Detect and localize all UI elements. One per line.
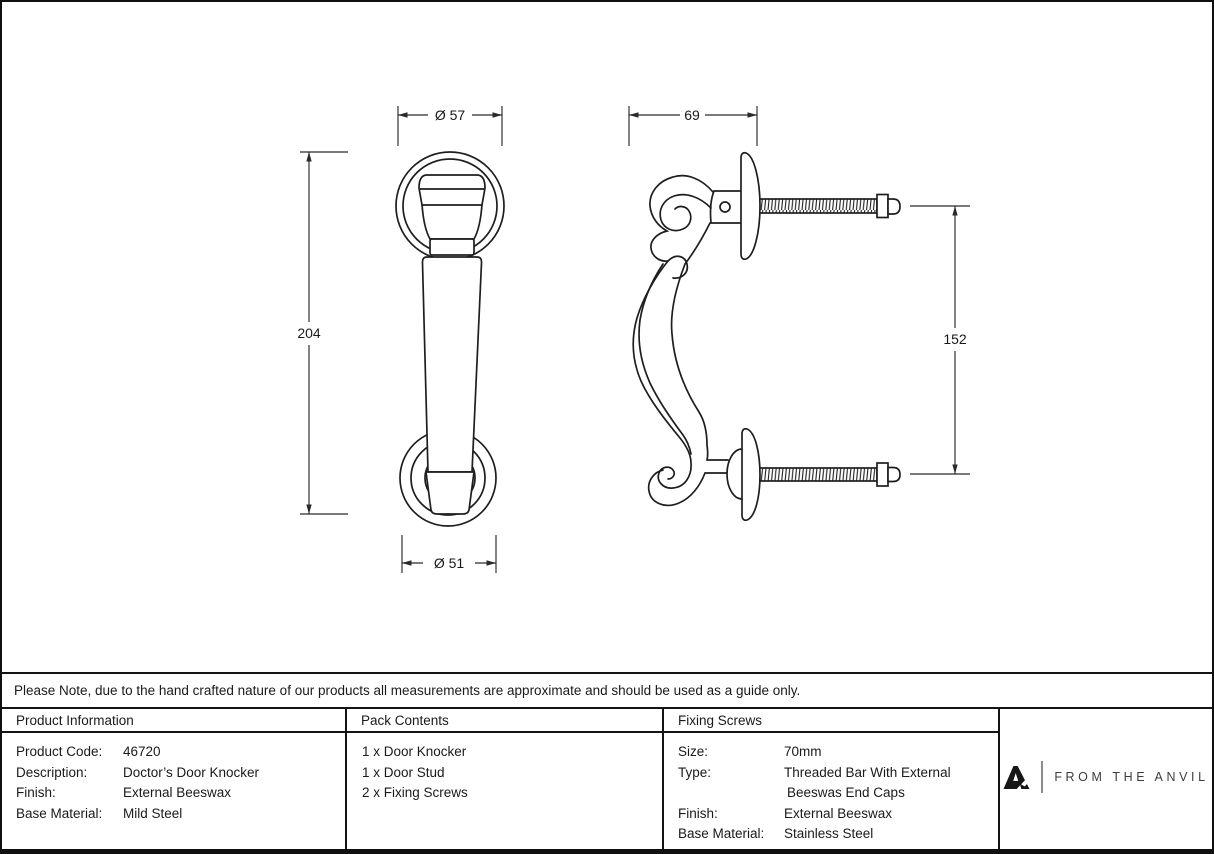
dim-label-height: 204 (297, 325, 321, 341)
brand-divider (1041, 761, 1044, 793)
row-label: Finish: (678, 805, 718, 821)
dimension-depth (628, 106, 758, 146)
row-value: 70mm (784, 744, 822, 759)
row-value: Doctor’s Door Knocker (123, 764, 260, 780)
row-label: Size: (678, 744, 709, 759)
brand-name: FROM THE ANVIL (1054, 770, 1209, 784)
row-label: Type: (678, 764, 712, 780)
dimension-height (300, 151, 348, 515)
dimension-fixing-centres (910, 205, 970, 475)
pack-item: 1 x Door Knocker (362, 744, 467, 759)
fixing-screw-bottom (751, 462, 901, 487)
front-view: Ø 57 204 Ø 51 (297, 106, 505, 573)
brand-cell: FROM THE ANVIL (1000, 709, 1212, 849)
row-label: Base Material: (16, 805, 103, 821)
side-rose-plate-top (740, 151, 761, 261)
disclaimer-text: Please Note, due to the hand crafted nat… (14, 683, 801, 698)
spec-table: Product Information Product Code: 46720 … (2, 707, 1212, 849)
dim-label-depth: 69 (684, 107, 700, 123)
technical-drawing: Ø 57 204 Ø 51 (297, 106, 970, 573)
dimension-bottom-diameter (401, 535, 497, 573)
product-information-column: Product Information Product Code: 46720 … (2, 709, 347, 849)
anvil-icon (1003, 765, 1031, 790)
brand-logo: FROM THE ANVIL (1003, 761, 1208, 793)
row-value: Stainless Steel (784, 826, 874, 841)
fixing-screws-column: Fixing Screws Size: 70mm Type: Threaded … (664, 709, 1000, 849)
row-value: External Beeswax (784, 805, 893, 821)
row-label: Description: (16, 764, 88, 780)
product-information-rows: Product Code: 46720 Description: Doctor’… (2, 733, 345, 824)
row-value: Beeswas End Caps (787, 785, 905, 800)
row-value: 46720 (123, 744, 161, 759)
row-label: Finish: (16, 785, 56, 800)
front-knocker-handle (418, 174, 486, 515)
row-value: Mild Steel (123, 805, 183, 821)
row-label (678, 783, 784, 804)
pack-item: 1 x Door Stud (362, 764, 445, 780)
dim-label-fixing-centres: 152 (943, 331, 967, 347)
side-view: 69 152 (628, 106, 970, 522)
side-knocker-scroll (632, 174, 729, 507)
measurement-disclaimer: Please Note, due to the hand crafted nat… (2, 672, 1212, 707)
row-label: Base Material: (678, 826, 765, 841)
dim-label-bottom-diameter: Ø 51 (434, 555, 465, 571)
fixing-screws-header: Fixing Screws (664, 709, 998, 733)
fixing-screws-rows: Size: 70mm Type: Threaded Bar With Exter… (664, 733, 998, 845)
row-label: Product Code: (16, 744, 103, 759)
row-value: External Beeswax (123, 785, 232, 800)
pack-item: 2 x Fixing Screws (362, 785, 468, 800)
pack-contents-list: 1 x Door Knocker 1 x Door Stud 2 x Fixin… (347, 733, 662, 804)
side-hinge-bracket (709, 190, 743, 224)
dimension-top-diameter (397, 106, 503, 146)
row-value: Threaded Bar With External (784, 764, 951, 780)
dim-label-top-diameter: Ø 57 (435, 107, 466, 123)
fixing-screw-top (751, 193, 901, 219)
product-information-header: Product Information (2, 709, 345, 733)
pack-contents-column: Pack Contents 1 x Door Knocker 1 x Door … (347, 709, 664, 849)
pack-contents-header: Pack Contents (347, 709, 662, 733)
side-rose-plate-bottom (741, 427, 761, 522)
